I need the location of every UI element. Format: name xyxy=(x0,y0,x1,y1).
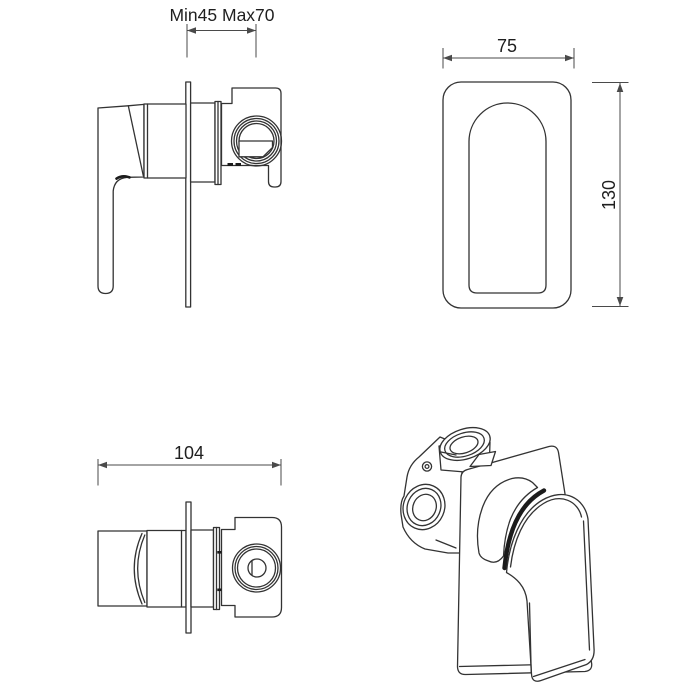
depth-dimension-label: Min45 Max70 xyxy=(169,5,274,25)
arrow-right-icon xyxy=(272,461,281,469)
handle-front-outline xyxy=(468,102,547,294)
height-dimension: 130 xyxy=(592,82,629,307)
arrow-right-icon xyxy=(247,27,256,34)
handle-lever-3d xyxy=(505,493,595,682)
left-port xyxy=(402,483,446,531)
wall-plate-edge xyxy=(185,81,192,308)
arrow-right-icon xyxy=(565,54,574,62)
valve-neck xyxy=(189,102,216,183)
total-depth-label: 104 xyxy=(174,443,204,463)
screw-boss xyxy=(421,461,433,472)
arrow-left-icon xyxy=(443,54,452,62)
perspective-view xyxy=(400,426,595,682)
arrow-left-icon xyxy=(187,27,196,34)
inlet-port-top xyxy=(231,543,282,593)
handle-lever xyxy=(97,103,145,295)
width-dimension: 75 xyxy=(442,36,575,69)
valve-neck-top xyxy=(190,529,215,608)
cartridge-boss-3d xyxy=(469,450,497,468)
width-dimension-label: 75 xyxy=(497,36,517,56)
arrow-left-icon xyxy=(98,461,107,469)
depth-dimension: Min45 Max70 xyxy=(169,5,275,58)
top-view: 104 xyxy=(97,443,283,634)
handle-top xyxy=(97,530,148,607)
arrow-down-icon xyxy=(616,297,624,306)
wall-plate-edge-top xyxy=(185,501,192,634)
total-depth-dimension: 104 xyxy=(97,443,282,486)
height-dimension-label: 130 xyxy=(599,180,619,210)
side-view: Min45 Max70 xyxy=(97,5,283,308)
cartridge-body xyxy=(143,103,187,179)
handle-hub-3d xyxy=(476,477,539,563)
valve-block xyxy=(220,87,282,188)
rough-in-valve-body xyxy=(400,426,491,554)
inlet-port xyxy=(230,115,283,167)
front-view: 75 130 xyxy=(442,36,629,309)
handle-gap-band xyxy=(502,488,547,571)
cartridge-top xyxy=(146,529,187,608)
arrow-up-icon xyxy=(616,83,624,92)
